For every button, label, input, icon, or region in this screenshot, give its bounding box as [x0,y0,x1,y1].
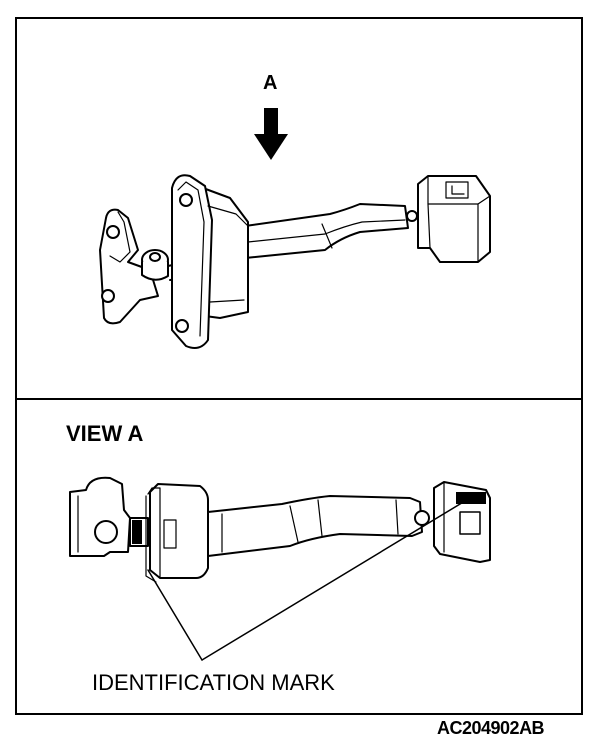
view-a-bracket [69,476,131,557]
identification-mark-right [456,492,486,504]
view-divider [15,398,583,400]
door-checker-view-a [69,476,491,583]
identification-mark-label: IDENTIFICATION MARK [92,670,335,695]
identification-mark-left [132,520,142,544]
view-a-case [149,483,209,579]
view-direction-label: A [263,72,278,94]
door-checker-upper [99,174,491,349]
checker-arm [244,203,409,259]
callout-leaders [147,497,471,661]
figure-frame [15,17,583,715]
stopper-block [417,175,491,263]
arrow-down-icon [254,108,288,160]
view-a-arm [207,495,423,557]
view-a-title: VIEW A [66,421,144,446]
figure-code: AC204902AB [437,718,545,738]
